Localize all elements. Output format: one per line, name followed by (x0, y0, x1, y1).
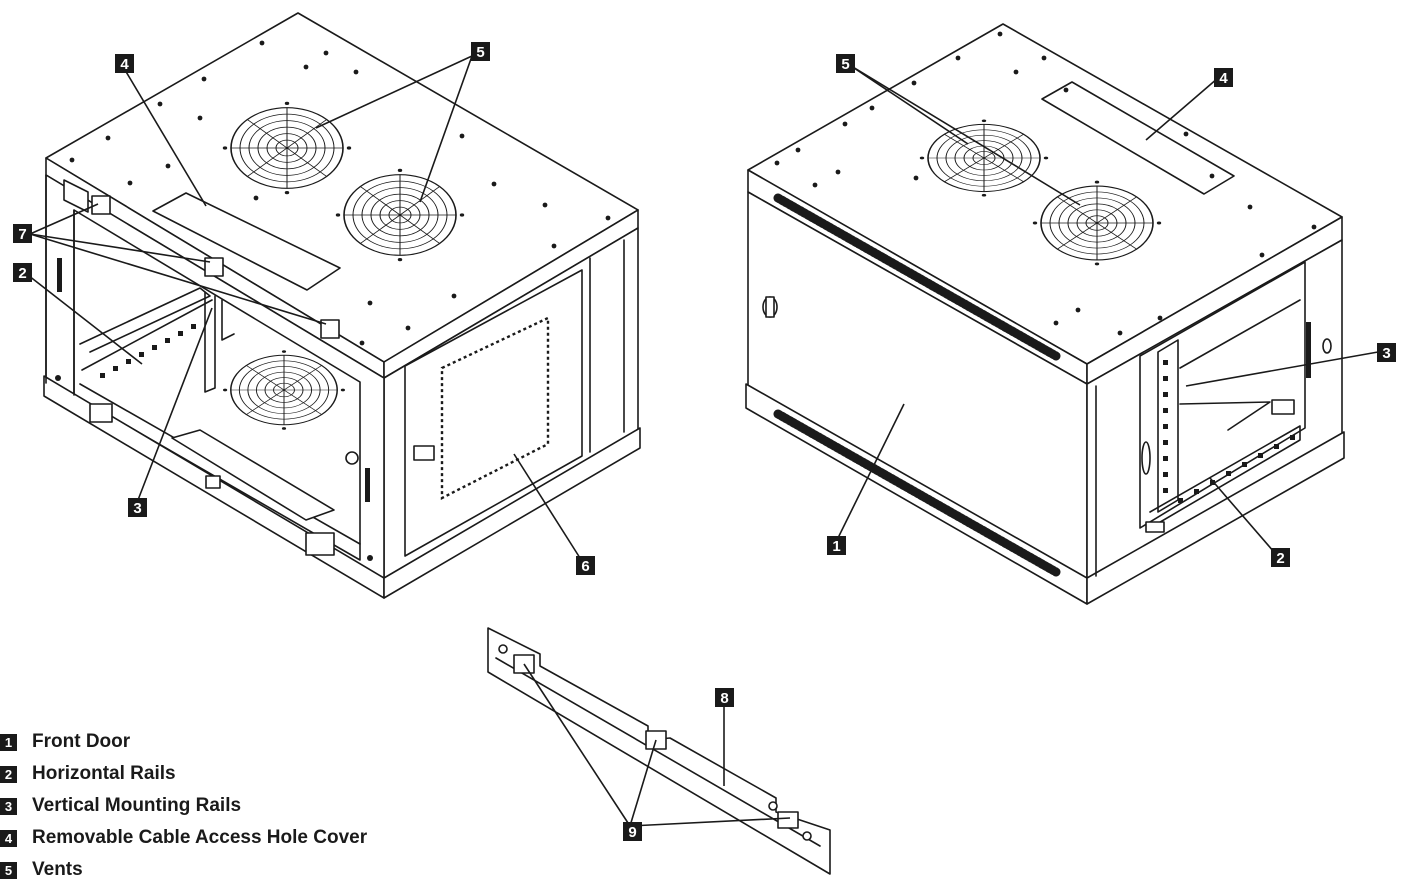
callout-8: 8 (715, 688, 734, 707)
callout-5-right: 5 (836, 54, 855, 73)
legend-item: 1 Front Door (0, 726, 367, 758)
svg-text:8: 8 (720, 690, 728, 707)
legend-item: 4 Removable Cable Access Hole Cover (0, 822, 367, 854)
legend-number: 5 (0, 861, 17, 879)
svg-text:9: 9 (628, 824, 636, 841)
legend-number: 1 (0, 733, 17, 751)
leader-lines (23, 55, 1379, 827)
legend-label: Vents (32, 859, 83, 880)
callout-3-right: 3 (1377, 343, 1396, 362)
bracket-slot-3 (777, 811, 799, 829)
callout-4-right: 4 (1214, 68, 1233, 87)
left-cabinet-side-window (440, 316, 550, 500)
legend-item: 3 Vertical Mounting Rails (0, 790, 367, 822)
svg-text:2: 2 (18, 265, 26, 282)
right-cabinet-cable-cover (1041, 81, 1235, 195)
legend-item: 2 Horizontal Rails (0, 758, 367, 790)
callout-2-right: 2 (1271, 548, 1290, 567)
right-cabinet (745, 23, 1345, 605)
callout-7: 7 (13, 224, 32, 243)
svg-text:2: 2 (1276, 550, 1284, 567)
svg-text:4: 4 (1219, 70, 1228, 87)
svg-text:7: 7 (18, 226, 26, 243)
left-cabinet-rail-holes (100, 324, 196, 378)
left-cabinet-top-screws (55, 40, 611, 561)
left-cabinet-base-right (383, 427, 641, 599)
legend-label: Horizontal Rails (32, 763, 176, 784)
right-cabinet-rail-holes (1163, 360, 1295, 503)
left-cabinet-side-window-frame (404, 269, 583, 557)
legend-number: 4 (0, 829, 17, 847)
legend-label: Vertical Mounting Rails (32, 795, 242, 816)
svg-text:4: 4 (120, 56, 129, 73)
callout-6: 6 (576, 556, 595, 575)
svg-text:3: 3 (1382, 345, 1390, 362)
callout-3-left: 3 (128, 498, 147, 517)
right-cabinet-base-right (1086, 431, 1345, 605)
left-cabinet-cable-cover (152, 192, 341, 291)
left-cabinet (43, 12, 641, 599)
legend-label: Removable Cable Access Hole Cover (32, 827, 368, 848)
svg-text:5: 5 (476, 44, 484, 61)
svg-text:6: 6 (581, 558, 589, 575)
legend-number: 3 (0, 797, 17, 815)
legend-label: Front Door (32, 731, 131, 752)
right-cabinet-door-vents-bottom (773, 409, 1061, 577)
callout-5-left: 5 (471, 42, 490, 61)
legend: 1 Front Door 2 Horizontal Rails 3 Vertic… (0, 726, 367, 886)
svg-text:3: 3 (133, 500, 141, 517)
right-cabinet-top-screws (774, 31, 1317, 336)
right-cabinet-door-vents-top (773, 193, 1061, 361)
callout-1: 1 (827, 536, 846, 555)
right-cabinet-side-opening (1139, 261, 1306, 529)
callout-2-left: 2 (13, 263, 32, 282)
svg-text:1: 1 (832, 538, 840, 555)
callout-9: 9 (623, 822, 642, 841)
svg-text:5: 5 (841, 56, 849, 73)
legend-item: 5 Vents (0, 854, 367, 886)
mounting-bracket (487, 627, 831, 875)
legend-number: 2 (0, 765, 17, 783)
callout-4-left: 4 (115, 54, 134, 73)
